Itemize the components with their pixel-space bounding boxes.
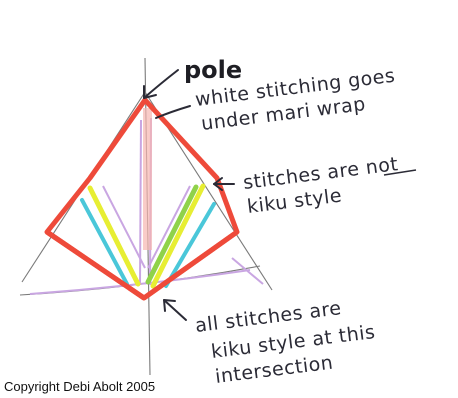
white-stitching-arrow bbox=[156, 106, 190, 118]
yellow-stitch-left bbox=[90, 188, 138, 284]
copyright-text: Copyright Debi Abolt 2005 bbox=[4, 379, 155, 394]
pole-arrow bbox=[144, 70, 178, 98]
kiku-intersection-arrow bbox=[164, 300, 186, 320]
pole-label: pole bbox=[184, 56, 242, 84]
pink-shading bbox=[143, 108, 152, 250]
